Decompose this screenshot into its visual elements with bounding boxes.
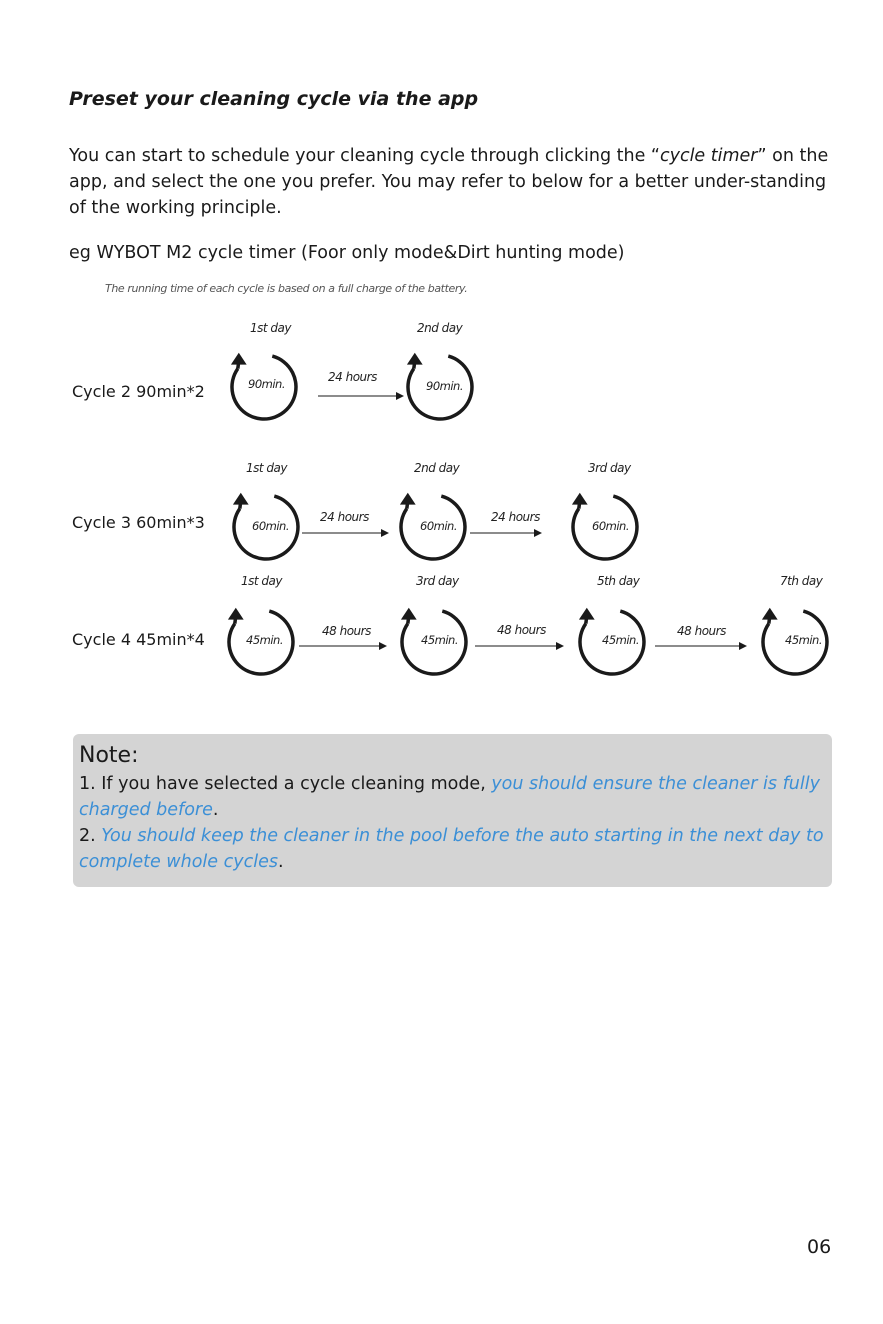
battery-subnote: The running time of each cycle is based … [105, 282, 468, 295]
cycle-4-interval-2: 48 hours [497, 623, 546, 637]
intro-part1: You can start to schedule your cleaning … [69, 146, 660, 166]
cycle-4-circle-3-arrow-stem [584, 615, 589, 624]
cycle-2-circle-1 [230, 354, 298, 421]
cycle-4-duration-3: 45min. [602, 633, 639, 647]
note-box [73, 734, 832, 887]
cycle-4-day-2: 3rd day [416, 574, 459, 588]
intro-part2: ” on the app, and select the one you pre… [69, 146, 829, 218]
cycle-3-circle-1-arrow-stem [238, 500, 243, 509]
intro-paragraph: You can start to schedule your cleaning … [69, 143, 829, 221]
cycle-4-day-3: 5th day [597, 574, 640, 588]
note-item-2-number: 2. [79, 826, 102, 846]
cycle-4-label: Cycle 4 45min*4 [72, 630, 205, 649]
cycle-3-duration-2: 60min. [420, 519, 457, 533]
cycle-3-duration-1: 60min. [252, 519, 289, 533]
cycle-3-circle-3-arrow-stem [577, 500, 582, 509]
page-title: Preset your cleaning cycle via the app [69, 88, 479, 110]
intro-emphasis: cycle timer [659, 146, 758, 166]
cycle-3-circle-3 [571, 494, 639, 561]
note-item-1-end: . [212, 800, 219, 820]
cycle-4-circle-2 [400, 609, 468, 676]
cycle-4-circle-3 [578, 609, 646, 676]
cycle-2-interval-1: 24 hours [328, 370, 377, 384]
cycle-4-circle-1-arrow-stem [233, 615, 238, 624]
cycle-3-day-3: 3rd day [588, 461, 631, 475]
cycle-3-circle-1 [232, 494, 300, 561]
cycle-2-circle-1-arrow-stem [236, 360, 241, 369]
cycle-4-duration-4: 45min. [785, 633, 822, 647]
note-text: 1. If you have selected a cycle cleaning… [79, 771, 839, 875]
cycle-4-day-4: 7th day [780, 574, 823, 588]
cycle-2-circle-2 [406, 354, 474, 421]
cycle-4-day-1: 1st day [241, 574, 282, 588]
cycle-4-circle-2-arrow-stem [406, 615, 411, 624]
cycle-2-label: Cycle 2 90min*2 [72, 382, 205, 401]
cycle-2-circle-2-arrow-stem [412, 360, 417, 369]
cycle-4-circle-4-arrow-stem [767, 615, 772, 624]
note-item-2-emphasis: You should keep the cleaner in the pool … [79, 826, 824, 872]
cycle-3-day-2: 2nd day [414, 461, 460, 475]
cycle-3-interval-2: 24 hours [491, 510, 540, 524]
cycle-3-circle-2 [399, 494, 467, 561]
cycle-3-label: Cycle 3 60min*3 [72, 513, 205, 532]
note-item-1-emphasis: you should ensure the cleaner is fully c… [79, 774, 820, 820]
cycle-4-duration-1: 45min. [246, 633, 283, 647]
cycle-2-day-1: 1st day [250, 321, 291, 335]
cycle-3-interval-1: 24 hours [320, 510, 369, 524]
note-title: Note: [79, 743, 139, 768]
cycle-4-duration-2: 45min. [421, 633, 458, 647]
cycle-4-interval-3: 48 hours [677, 624, 726, 638]
cycle-4-interval-1: 48 hours [322, 624, 371, 638]
cycle-3-day-1: 1st day [246, 461, 287, 475]
example-heading: eg WYBOT M2 cycle timer (Foor only mode&… [69, 243, 625, 263]
note-item-2-end: . [277, 852, 284, 872]
cycle-2-duration-2: 90min. [426, 379, 463, 393]
cycle-2-day-2: 2nd day [417, 321, 463, 335]
page-number: 06 [807, 1236, 832, 1258]
cycle-3-duration-3: 60min. [592, 519, 629, 533]
cycle-timer-diagram [227, 352, 829, 676]
cycle-3-circle-2-arrow-stem [405, 500, 410, 509]
cycle-4-circle-4 [761, 609, 829, 676]
note-item-1-plain: 1. If you have selected a cycle cleaning… [79, 774, 492, 794]
cycle-2-duration-1: 90min. [248, 377, 285, 391]
cycle-4-circle-1 [227, 609, 295, 676]
